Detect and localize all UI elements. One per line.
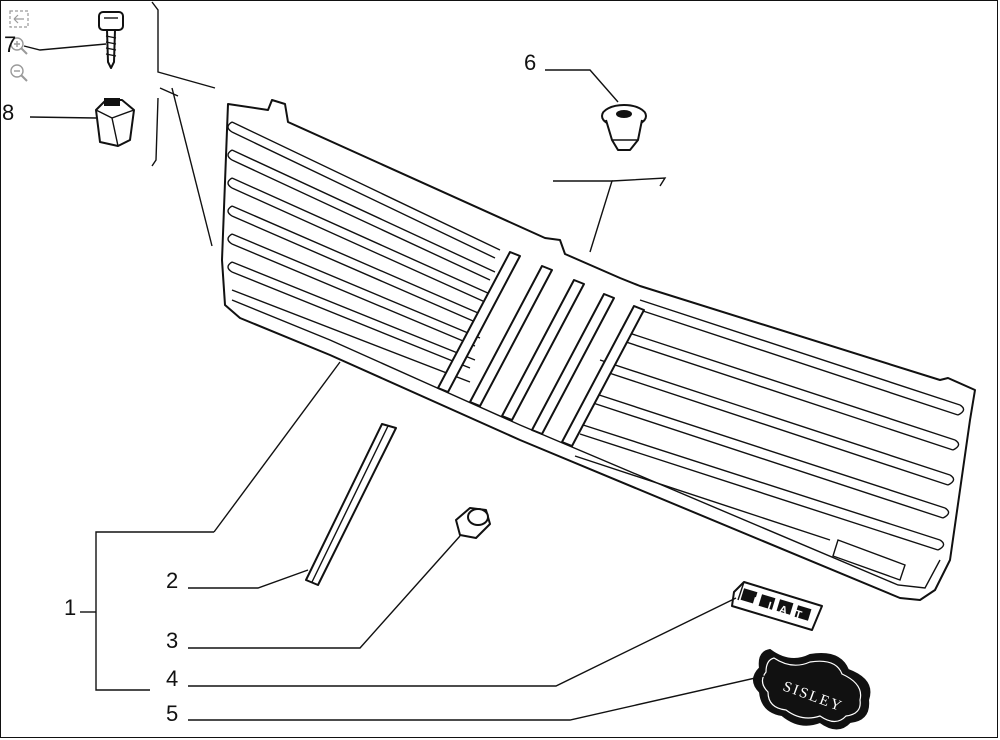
zoom-in-icon[interactable] [6,35,32,57]
callout-2: 2 [166,568,178,593]
callout-6: 6 [524,50,536,75]
fit-view-icon[interactable] [6,8,32,30]
leader-7 [23,43,107,51]
leader-4 [188,597,737,687]
rubber-plug-part[interactable] [455,507,491,539]
left-louvres [227,121,501,383]
sisley-badge-part[interactable]: SISLEY [753,648,871,730]
callout-5: 5 [166,701,178,726]
leader-3 [188,535,461,649]
callout-7: 7 [4,32,16,57]
callout-4: 4 [166,666,178,691]
screw-part[interactable] [98,11,124,69]
leader-5 [188,675,765,721]
leader-1-bracket [95,531,214,691]
leader-2 [188,569,309,589]
callout-3: 3 [166,628,178,653]
leader-8 [29,116,97,119]
center-bars [437,251,645,447]
right-louvres [574,299,965,551]
trim-strip-part[interactable] [305,423,397,586]
zoom-out-icon[interactable] [6,62,32,84]
fiat-emblem-part[interactable]: FIAT [731,581,823,631]
leader-1 [213,361,341,533]
push-clip-part[interactable] [601,104,647,151]
leader-6 [545,69,619,103]
radiator-grille-part[interactable] [221,99,976,601]
clip-nut-part[interactable] [95,98,135,147]
callout-1: 1 [64,595,76,620]
callout-8: 8 [2,100,14,125]
